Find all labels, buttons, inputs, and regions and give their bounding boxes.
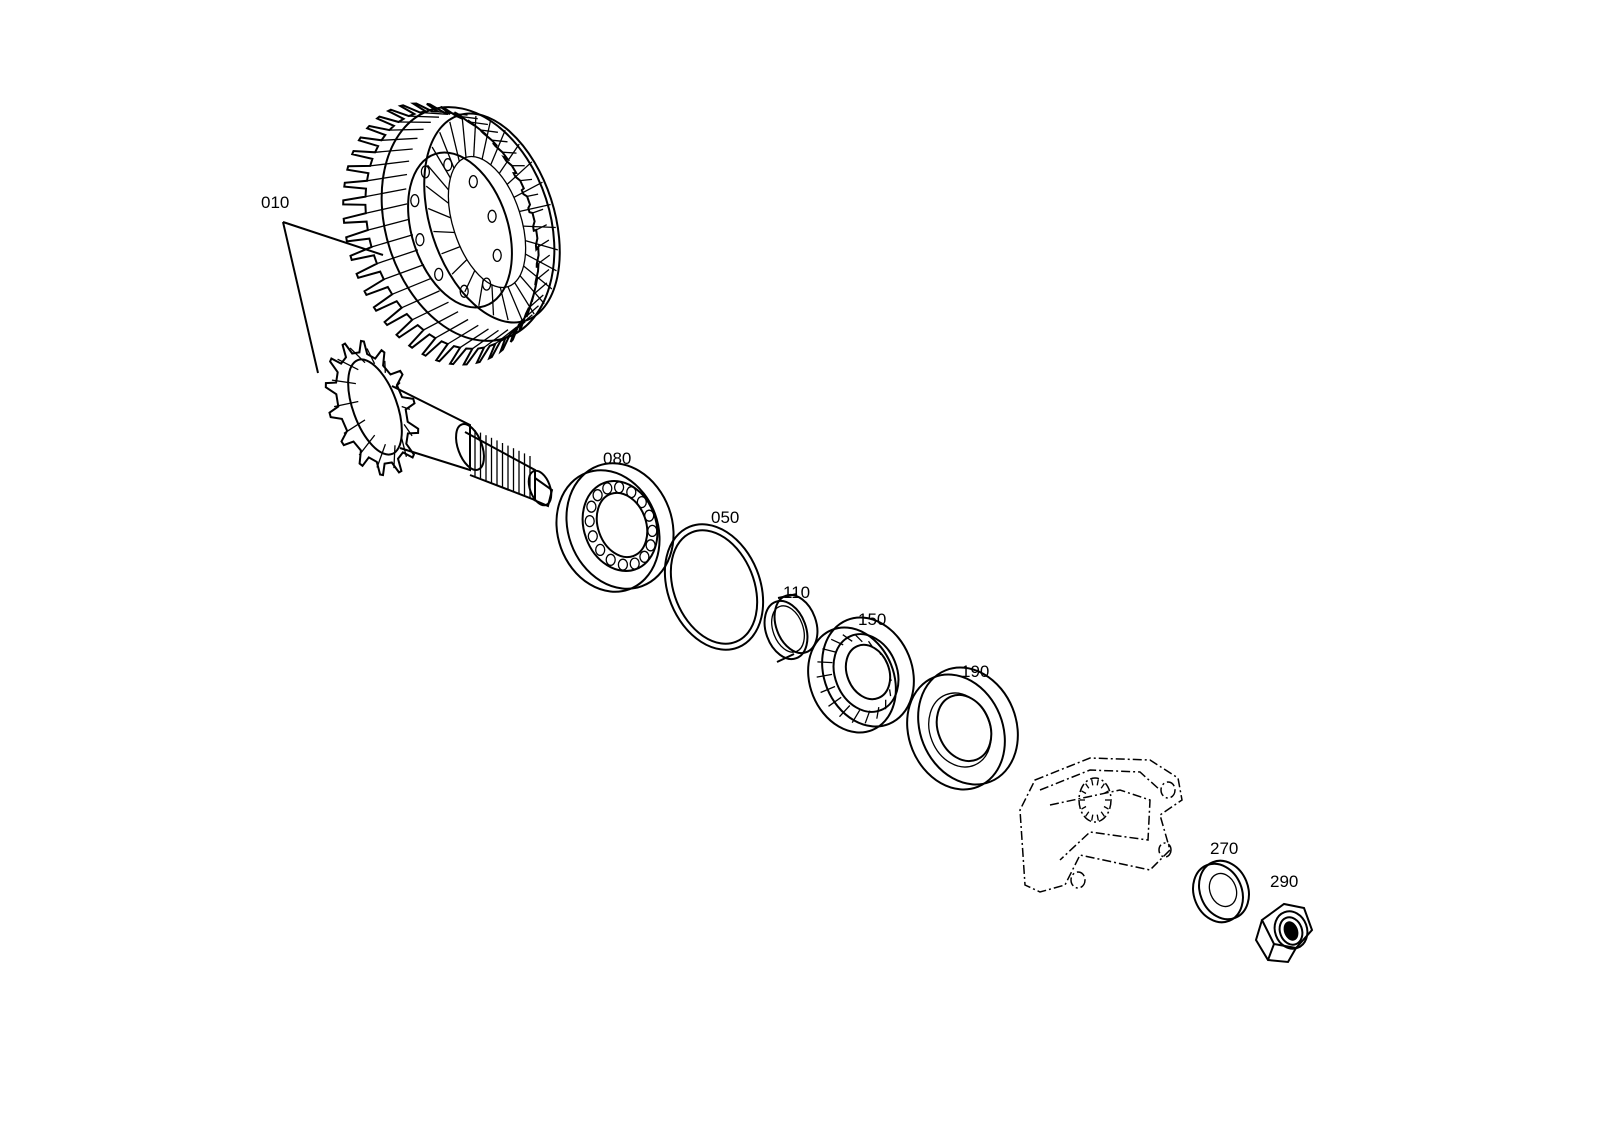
cylindrical-roller-bearing-080 xyxy=(555,462,675,593)
label-290: 290 xyxy=(1270,872,1299,891)
pinion-teeth xyxy=(324,339,420,477)
shim-ring-050 xyxy=(663,523,765,651)
label-110: 110 xyxy=(783,583,811,602)
tapered-roller-bearing-150 xyxy=(807,616,915,734)
ring-gear-inner-teeth xyxy=(425,115,558,321)
ring-gear-bolt-holes xyxy=(410,158,502,298)
bearing-rollers xyxy=(584,481,658,571)
washer-270 xyxy=(1192,859,1250,924)
label-190: 190 xyxy=(961,662,990,681)
ring-gear-teeth xyxy=(342,102,551,366)
shaft-seal-190 xyxy=(906,666,1019,791)
yoke-splines xyxy=(1080,779,1110,821)
bearing-rollers xyxy=(816,634,892,724)
label-010: 010 xyxy=(261,193,290,212)
ring-gear xyxy=(342,102,561,366)
label-270: 270 xyxy=(1210,839,1239,858)
spacer-sleeve-110 xyxy=(763,593,819,663)
hex-nut-290 xyxy=(1254,902,1314,964)
label-080: 080 xyxy=(603,449,632,468)
pinion-shaft xyxy=(324,339,554,508)
flange-yoke xyxy=(1019,757,1183,893)
label-150: 150 xyxy=(858,610,887,629)
label-050: 050 xyxy=(711,508,740,527)
